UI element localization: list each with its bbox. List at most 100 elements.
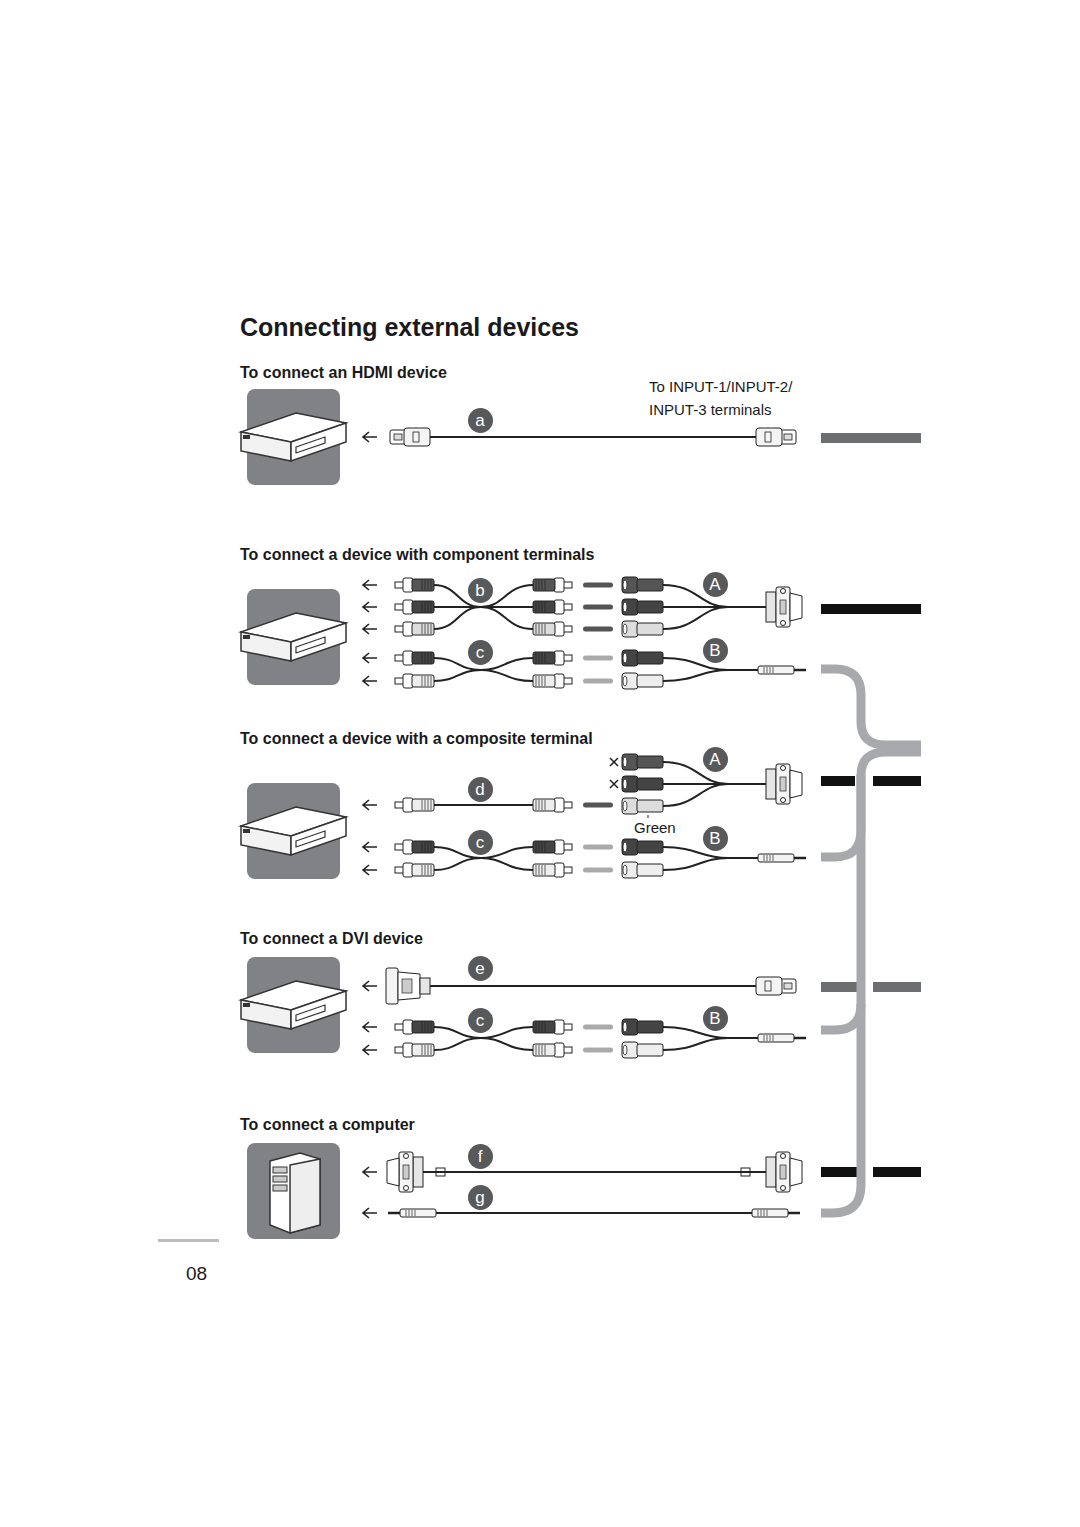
callout-letter: B [703, 826, 728, 851]
mini-plug [758, 666, 806, 674]
rca-jack [622, 776, 663, 792]
section-heading: To connect a device with a composite ter… [240, 727, 593, 751]
direction-arrow [363, 624, 377, 634]
vga-connector [766, 587, 802, 627]
callout-letter: B [703, 1006, 728, 1031]
direction-arrow [363, 842, 377, 852]
color-code-mark [583, 627, 613, 632]
rca-plug [395, 840, 434, 854]
callout-text: c [476, 834, 485, 851]
direction-arrow [363, 1045, 377, 1055]
section-heading: To connect a computer [240, 1113, 415, 1137]
direction-arrow [363, 432, 377, 442]
callout-text: A [709, 576, 720, 593]
mini-plug [752, 1209, 800, 1217]
color-code-mark [583, 868, 613, 873]
callout-text: g [475, 1189, 484, 1206]
rca-plug [533, 1020, 572, 1034]
rca-jack [622, 862, 663, 878]
terminal-bar [873, 776, 921, 786]
rca-plug [533, 578, 572, 592]
rca-plug [533, 863, 572, 877]
cable [663, 858, 758, 870]
direction-arrow [363, 800, 377, 810]
callout-letter: c [468, 640, 493, 665]
rca-plug [395, 600, 434, 614]
cable [663, 607, 766, 629]
callout-letter: d [468, 777, 493, 802]
direction-arrow [363, 981, 377, 991]
rca-jack [622, 1042, 663, 1058]
callout-text: c [476, 644, 485, 661]
callout-letter: a [468, 408, 493, 433]
rca-plug [533, 1043, 572, 1057]
rca-plug [533, 622, 572, 636]
mini-plug [758, 1034, 806, 1042]
rca-jack [622, 754, 663, 770]
direction-arrow [363, 865, 377, 875]
callout-letter: B [703, 638, 728, 663]
color-code-mark [583, 679, 613, 684]
callout-letter: b [468, 578, 493, 603]
callout-text: e [475, 960, 484, 977]
cable [423, 1171, 766, 1173]
rca-plug [533, 798, 572, 812]
page-number: 08 [186, 1260, 207, 1289]
callout-text: a [475, 412, 484, 429]
callout-letter: A [703, 572, 728, 597]
color-code-mark [583, 1048, 613, 1053]
vga-connector [766, 764, 802, 804]
direction-arrow [363, 580, 377, 590]
callout-text: b [475, 582, 484, 599]
rca-plug [533, 674, 572, 688]
color-code-mark [583, 656, 613, 661]
rca-plug [533, 840, 572, 854]
callout-text: c [476, 1012, 485, 1029]
leader-line [648, 815, 649, 818]
color-code-mark [583, 605, 613, 610]
rca-plug [395, 622, 434, 636]
device-icon [241, 783, 346, 879]
hdmi-plug [756, 428, 796, 446]
rca-plug [395, 798, 434, 812]
dvi-connector [386, 968, 430, 1004]
callout-letter: c [468, 830, 493, 855]
page-title: Connecting external devices [240, 313, 579, 342]
rca-plug [533, 600, 572, 614]
color-code-mark [583, 803, 613, 808]
vga-connector [387, 1152, 423, 1192]
rca-jack [622, 1019, 663, 1035]
callout-text: B [709, 1010, 720, 1027]
audio-brace [821, 669, 921, 1213]
device-icon [241, 389, 346, 485]
color-code-mark [583, 845, 613, 850]
section-heading: To connect an HDMI device [240, 361, 447, 385]
cable [434, 1038, 533, 1050]
rca-plug [395, 1043, 434, 1057]
color-note: Green [634, 817, 676, 840]
callout-letter: g [468, 1185, 493, 1210]
terminal-bar [821, 1167, 857, 1177]
callout-text: B [709, 830, 720, 847]
hdmi-plug [756, 977, 796, 995]
terminal-note: To INPUT-1/INPUT-2/ INPUT-3 terminals [649, 376, 827, 421]
rca-jack [622, 798, 663, 814]
cable [436, 1212, 752, 1214]
rca-jack [622, 673, 663, 689]
cable [434, 858, 533, 870]
rca-jack [622, 839, 663, 855]
not-used-mark [610, 758, 618, 766]
direction-arrow [363, 602, 377, 612]
rca-jack [622, 577, 663, 593]
device-icon [241, 589, 346, 685]
cable [430, 436, 760, 438]
color-code-mark [583, 583, 613, 588]
mini-plug [758, 854, 806, 862]
terminal-bar [821, 982, 857, 992]
cable [663, 1038, 758, 1050]
callout-text: B [709, 642, 720, 659]
direction-arrow [363, 1022, 377, 1032]
rca-plug [533, 651, 572, 665]
